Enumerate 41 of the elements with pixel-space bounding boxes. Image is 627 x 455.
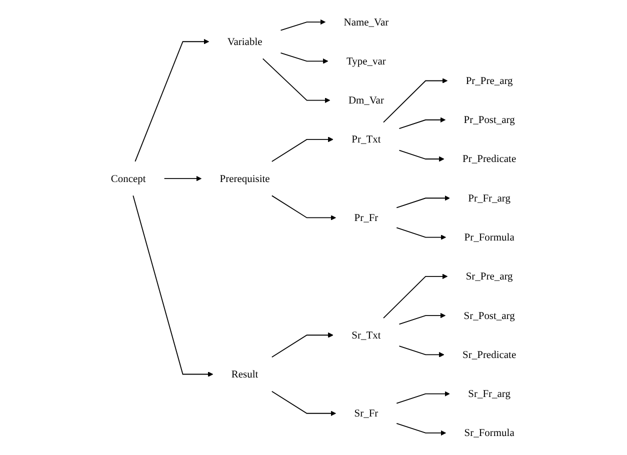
node-text: Pr_Formula	[464, 231, 514, 243]
arrow	[271, 136, 334, 162]
arrow	[396, 422, 446, 436]
node-text: Pr_Fr_arg	[468, 192, 510, 204]
node-text: Sr_Predicate	[462, 348, 516, 360]
arrow	[398, 150, 444, 162]
arrow	[280, 19, 326, 31]
arrow	[383, 78, 448, 123]
arrow	[396, 227, 446, 240]
arrow	[398, 312, 446, 325]
arrow	[396, 195, 450, 208]
arrow	[262, 58, 330, 104]
node-text: Pr_Pre_arg	[466, 74, 513, 86]
arrow	[398, 346, 444, 358]
node-text: Prerequisite	[220, 172, 270, 184]
arrow	[134, 38, 210, 162]
arrow	[383, 274, 448, 318]
arrow	[398, 117, 446, 130]
node-text: Variable	[227, 36, 262, 48]
node-text: Sr_Pre_arg	[466, 270, 513, 282]
node-text: Name_Var	[344, 16, 389, 28]
arrow	[132, 195, 214, 377]
arrow	[164, 176, 202, 182]
node-text: Concept	[110, 172, 146, 184]
arrow	[271, 195, 336, 220]
node-text: Type_var	[346, 55, 386, 67]
node-text: Pr_Post_arg	[464, 114, 515, 126]
node-text: Sr_Fr_arg	[468, 388, 510, 400]
node-text: Pr_Txt	[352, 133, 381, 146]
arrow	[271, 332, 334, 358]
arrow	[280, 52, 328, 64]
node-text: Pr_Predicate	[462, 153, 516, 165]
node-text: Sr_Post_arg	[464, 310, 515, 322]
node-text: Pr_Fr	[354, 212, 378, 224]
node-text: Sr_Fr	[354, 407, 378, 420]
node-text: Sr_Formula	[464, 426, 514, 439]
node-text: Result	[231, 368, 258, 380]
node-text: Sr_Txt	[352, 329, 381, 341]
arrow	[396, 391, 450, 404]
arrow	[271, 390, 336, 416]
node-text: Dm_Var	[348, 94, 384, 106]
